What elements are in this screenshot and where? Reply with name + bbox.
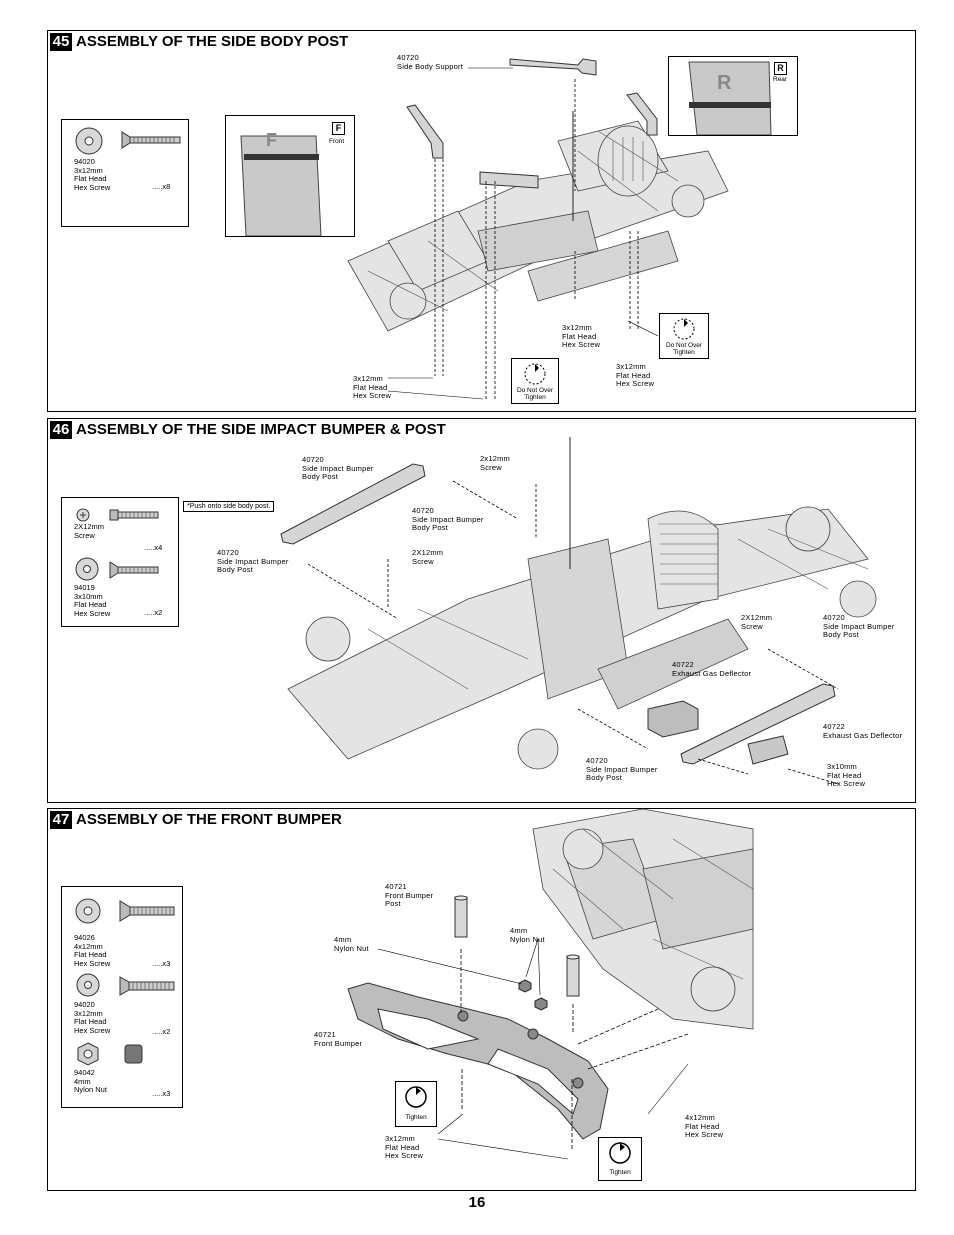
part-label: 40720 Side Impact Bumper Body Post [823,613,895,639]
tighten-icon [609,1142,631,1164]
part-label: 40720 Side Impact Bumper Body Post [412,506,484,532]
part-label: 2x12mm Screw [480,454,510,472]
page-number: 16 [468,1194,486,1211]
part-qty: .....x8 [152,182,171,191]
front-flag: F [332,122,345,135]
nylon-nut-icon [77,1042,99,1066]
part-label: 4x12mm Flat Head Hex Screw [685,1113,724,1139]
part-qty: .....x4 [144,543,163,552]
part-label: 40722 Exhaust Gas Deflector [823,722,903,740]
part-label: 4mm Nylon Nut [510,926,545,944]
rear-flag: R [774,62,787,75]
torque-warning-icon [673,318,695,340]
notice-text: Do Not Over Tighten [665,342,703,356]
side-impact-bumper-part [680,683,836,765]
tighten-text: Tighten [405,1114,427,1121]
front-bumper-post-part [566,954,580,997]
part-label: 40720 Side Impact Bumper Body Post [586,756,658,782]
tighten-notice: Tighten [395,1081,437,1127]
leader-lines [387,67,659,401]
nylon-nut-part [534,997,548,1011]
exhaust-gas-deflector-part [747,735,789,765]
front-caption: Front [329,138,345,145]
washer-icon [75,898,101,924]
step-45-panel: 45 ASSEMBLY OF THE SIDE BODY POST 94020 … [47,30,916,412]
leader-lines [377,938,689,1160]
part-label: 94026 4x12mm Flat Head Hex Screw [74,933,111,968]
nylon-nut-icon [124,1044,143,1064]
part-label: 94020 3x12mm Flat Head Hex Screw [74,157,111,192]
step-title: ASSEMBLY OF THE SIDE IMPACT BUMPER & POS… [76,421,446,438]
leader-lines [307,480,839,785]
svg-text:F: F [266,130,277,150]
side-body-support-part [479,171,539,189]
front-mark-inset: F F Front [225,115,355,237]
front-bumper-part [347,982,609,1140]
torque-warning-icon [524,363,546,385]
screw-icon [109,509,159,521]
part-qty: .....x2 [144,608,163,617]
step-47-panel: 47 ASSEMBLY OF THE FRONT BUMPER 94026 4x… [47,808,916,1191]
front-bumper-post-part [454,895,468,938]
washer-icon [76,973,100,997]
washer-icon [76,508,90,522]
body-post-detail-image: F [240,130,322,236]
screw-label: 3x12mm Flat Head Hex Screw [616,362,655,388]
svg-text:R: R [717,72,732,94]
washer-icon [75,127,103,155]
parts-list: 2X12mm Screw .....x4 94019 3x10mm Flat H… [61,497,179,627]
part-label: 2X12mm Screw [74,522,105,540]
tighten-text: Tighten [609,1169,631,1176]
step-number: 46 [50,421,72,439]
flat-head-screw-icon [121,131,181,149]
do-not-over-tighten-notice: Do Not Over Tighten [659,313,709,359]
support-label: 40720 Side Body Support [397,53,463,71]
part-label: 4mm Nylon Nut [334,935,369,953]
tighten-notice: Tighten [598,1137,642,1181]
part-label: 94019 3x10mm Flat Head Hex Screw [74,583,111,618]
part-label: 3x10mm Flat Head Hex Screw [827,762,866,788]
flat-head-screw-icon [109,561,159,579]
step-46-panel: 46 ASSEMBLY OF THE SIDE IMPACT BUMPER & … [47,418,916,803]
part-qty: .....x3 [152,959,171,968]
part-label: 40721 Front Bumper [314,1030,363,1048]
push-note: *Push onto side body post. [183,501,275,512]
tighten-icon [405,1086,427,1108]
notice-text: Do Not Over Tighten [516,387,554,401]
part-label: 40720 Side Impact Bumper Body Post [217,548,289,574]
step-title: ASSEMBLY OF THE FRONT BUMPER [76,811,342,828]
screw-label: 3x12mm Flat Head Hex Screw [562,323,601,349]
flat-head-screw-icon [119,976,175,996]
part-label: 40721 Front Bumper Post [385,882,434,908]
exhaust-gas-deflector-part [647,700,699,738]
screw-label: 3x12mm Flat Head Hex Screw [353,374,392,400]
part-label: 40722 Exhaust Gas Deflector [672,660,752,678]
parts-list: 94026 4x12mm Flat Head Hex Screw .....x3… [61,886,183,1108]
part-qty: .....x3 [152,1089,171,1098]
rear-caption: Rear [773,76,788,83]
part-label: 2X12mm Screw [412,548,444,566]
part-label: 40720 Side Impact Bumper Body Post [302,455,374,481]
side-body-support-part [626,92,658,136]
part-label: 94042 4mm Nylon Nut [74,1068,107,1094]
part-label: 2X12mm Screw [741,613,773,631]
flat-head-screw-icon [119,900,175,922]
part-label: 3x12mm Flat Head Hex Screw [385,1134,424,1160]
side-body-support-part [406,104,444,159]
chassis-illustration [532,808,754,1030]
body-post-detail-image: R [688,61,772,135]
side-impact-bumper-part [280,463,426,545]
step-title: ASSEMBLY OF THE SIDE BODY POST [76,33,349,50]
chassis-illustration [287,437,877,770]
side-body-support-part [509,58,597,76]
part-qty: .....x2 [152,1027,171,1036]
washer-icon [75,557,99,581]
step-number: 45 [50,33,72,51]
do-not-over-tighten-notice: Do Not Over Tighten [511,358,559,404]
parts-list: 94020 3x12mm Flat Head Hex Screw .....x8 [61,119,189,227]
step-number: 47 [50,811,72,829]
part-label: 94020 3x12mm Flat Head Hex Screw [74,1000,111,1035]
rear-mark-inset: R R Rear [668,56,798,136]
